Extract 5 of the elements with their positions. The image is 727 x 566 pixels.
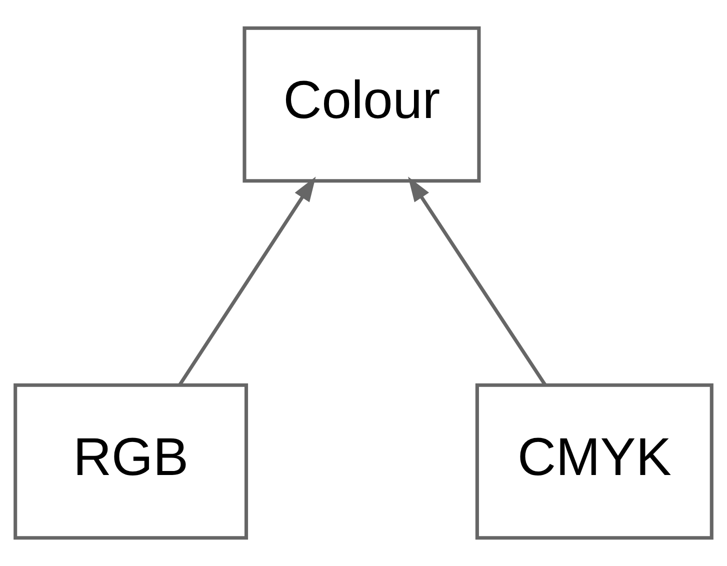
node-box: CMYK [475, 383, 714, 540]
arrow [178, 176, 316, 386]
node-box: RGB [14, 383, 248, 540]
node-box: Colour [242, 26, 481, 183]
arrow [408, 176, 547, 386]
